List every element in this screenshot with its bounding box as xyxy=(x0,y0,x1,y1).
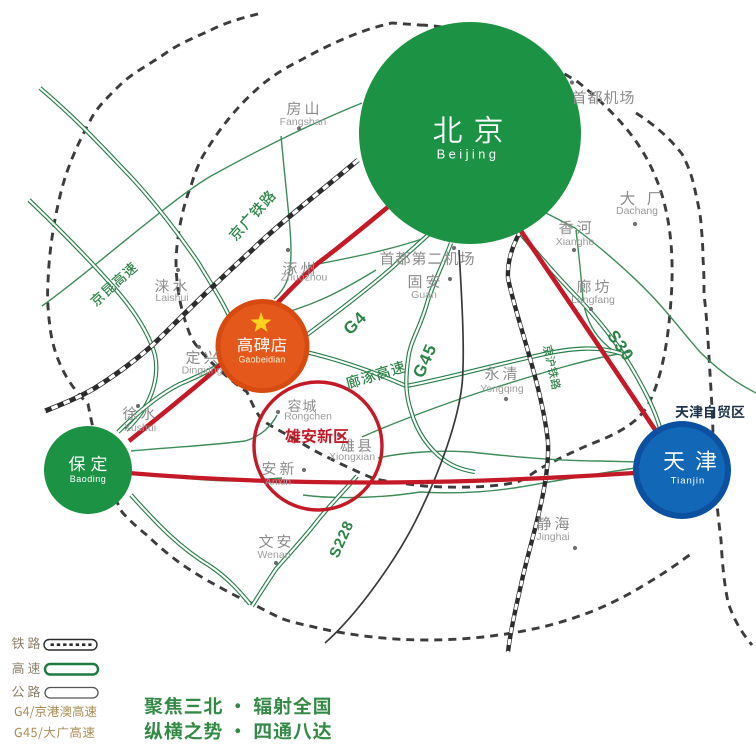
svg-text:Wenan: Wenan xyxy=(257,549,290,561)
svg-text:Xiongxian: Xiongxian xyxy=(329,451,375,463)
svg-text:Xianghe: Xianghe xyxy=(556,236,595,248)
svg-text:Baoding: Baoding xyxy=(70,474,107,484)
svg-text:Rongchen: Rongchen xyxy=(284,411,332,423)
svg-text:Zhuozhou: Zhuozhou xyxy=(281,272,328,284)
svg-text:Anxin: Anxin xyxy=(265,476,291,488)
svg-text:Dingxing: Dingxing xyxy=(182,365,223,377)
svg-text:Beijing: Beijing xyxy=(437,147,500,162)
svg-text:Xushui: Xushui xyxy=(124,422,156,434)
svg-text:Tianjin: Tianjin xyxy=(671,476,706,487)
svg-text:Guan: Guan xyxy=(411,289,437,301)
svg-text:Jinghai: Jinghai xyxy=(536,531,569,543)
svg-text:Fangshan: Fangshan xyxy=(280,116,327,128)
svg-text:Laishui: Laishui xyxy=(155,292,188,304)
svg-text:Yongqing: Yongqing xyxy=(480,383,524,395)
svg-text:Langfang: Langfang xyxy=(571,294,615,306)
svg-text:Gaobeidian: Gaobeidian xyxy=(239,355,286,365)
svg-text:Dachang: Dachang xyxy=(616,205,658,217)
